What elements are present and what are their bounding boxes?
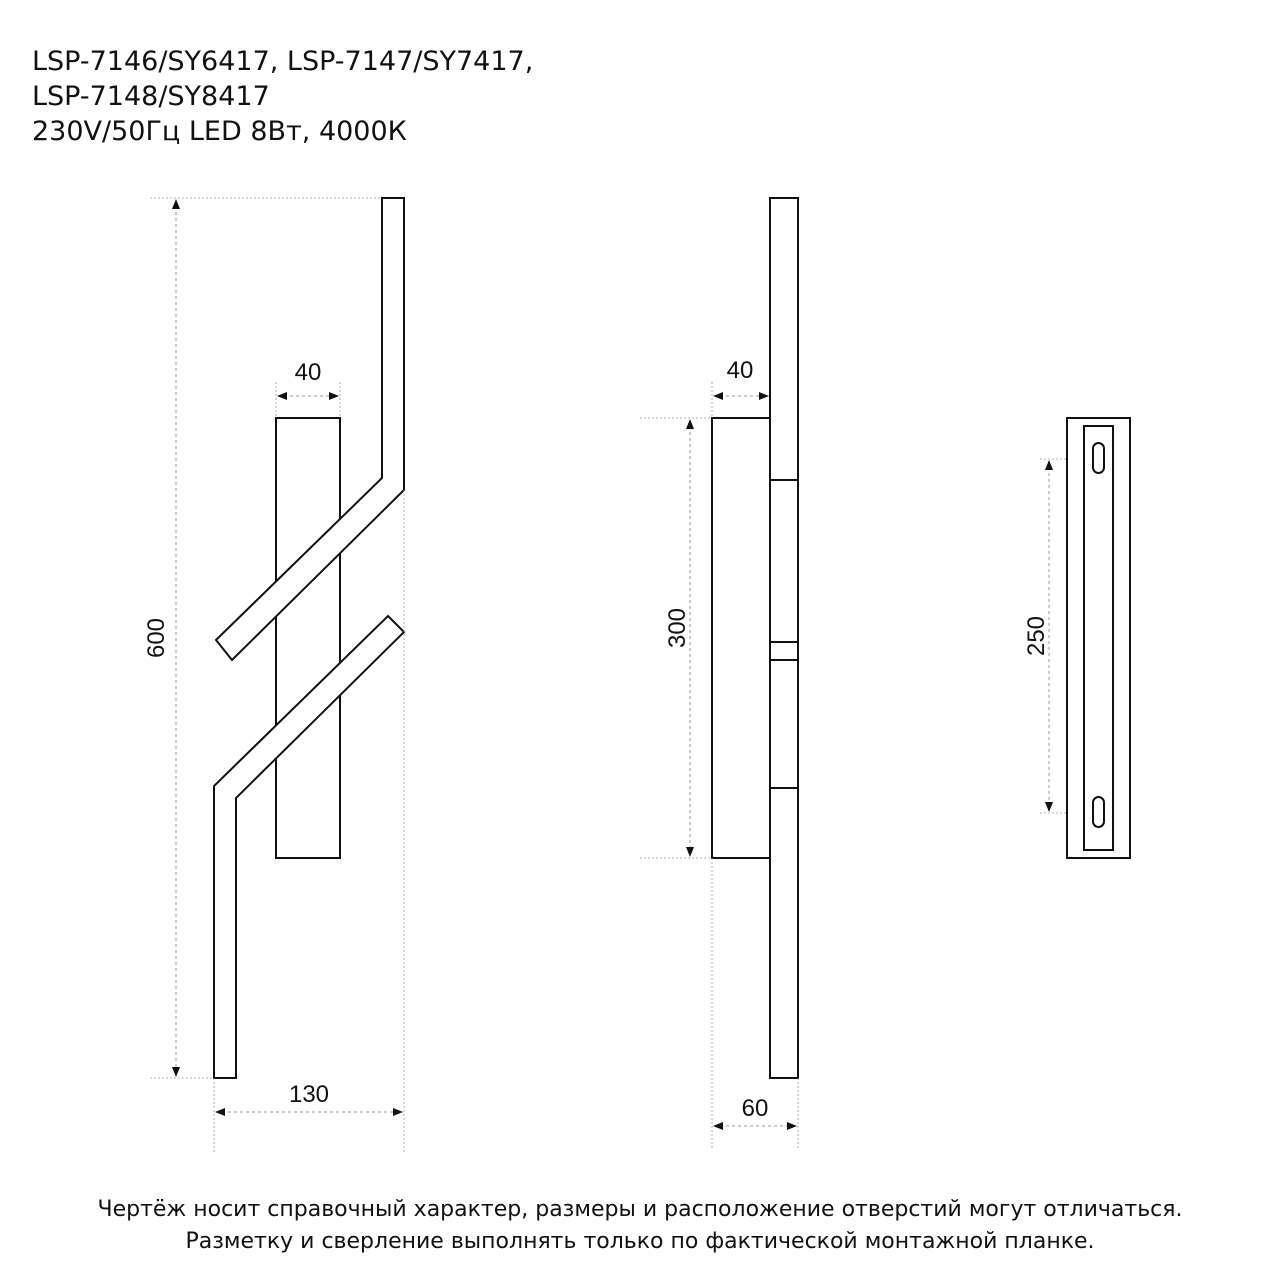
mounting-plate-view: 250 [1023, 417, 1131, 859]
side-height-label: 300 [664, 608, 691, 648]
plate-outer [1066, 417, 1131, 859]
front-bar-width-label: 40 [295, 359, 322, 386]
disclaimer-line-2: Разметку и сверление выполнять только по… [185, 1229, 1095, 1254]
footer-disclaimer: Чертёж носит справочный характер, размер… [0, 1194, 1280, 1258]
plate-slot-top [1092, 442, 1105, 474]
plate-slot-bottom [1092, 796, 1105, 828]
front-mounting-bar [275, 417, 341, 859]
front-width-label: 130 [289, 1081, 329, 1108]
model-line-1: LSP-7146/SY6417, LSP-7147/SY7417, [32, 46, 534, 77]
side-view: 40 300 60 [640, 197, 799, 1150]
power-spec-line: 230V/50Гц LED 8Вт, 4000К [32, 116, 407, 147]
side-mounting-block [711, 417, 771, 859]
side-depth-top-label: 40 [727, 357, 754, 384]
side-fixture-profile [769, 197, 799, 1079]
model-line-2: LSP-7148/SY8417 [32, 81, 270, 112]
front-height-label: 600 [143, 618, 170, 658]
header-specs: LSP-7146/SY6417, LSP-7147/SY7417, LSP-71… [32, 44, 533, 149]
plate-hole-spacing-label: 250 [1023, 616, 1050, 656]
disclaimer-line-1: Чертёж носит справочный характер, размер… [97, 1197, 1183, 1222]
side-depth-bottom-label: 60 [742, 1095, 769, 1122]
front-upper-arm [214, 197, 405, 662]
plate-inner [1083, 425, 1114, 851]
front-view: 600 40 130 [143, 197, 406, 1152]
